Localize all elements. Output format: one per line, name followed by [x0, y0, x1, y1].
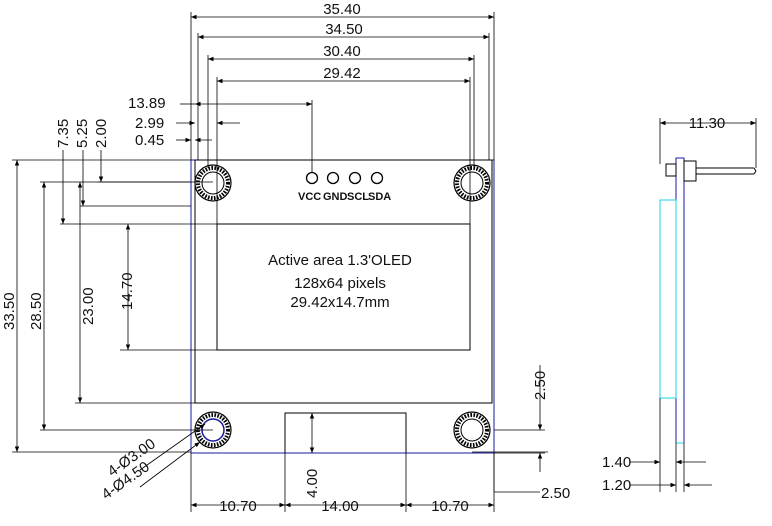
side-dimensions — [630, 118, 757, 492]
top-dimensions — [176, 12, 495, 224]
board-front-view: VCC GND SCL SDA Active area 1.3'OLED 128… — [190, 159, 495, 454]
dim-34-50: 34.50 — [325, 21, 363, 38]
pin-pad-vcc — [305, 171, 319, 185]
active-area-line3: 29.42x14.7mm — [290, 294, 389, 311]
dim-30-40: 30.40 — [323, 43, 361, 60]
mounting-hole-bottom-right — [453, 411, 491, 449]
dim-29-42: 29.42 — [323, 65, 361, 82]
fpc-tab — [284, 412, 407, 453]
left-dimensions — [12, 150, 217, 453]
side-display — [659, 199, 677, 399]
display-glass-outline — [194, 159, 493, 404]
dim-0-45: 0.45 — [135, 132, 164, 149]
active-area-rect — [216, 223, 471, 351]
dim-14-00: 14.00 — [321, 498, 359, 515]
side-header-pin-tip — [753, 167, 757, 172]
mounting-hole-top-left — [194, 164, 232, 202]
mounting-hole-top-right — [453, 164, 491, 202]
pin-label-gnd: GND — [323, 191, 348, 203]
dim-10-70-right: 10.70 — [431, 498, 469, 515]
side-pin-back — [665, 163, 677, 177]
side-pcb — [675, 157, 685, 444]
board-side-view — [659, 157, 757, 444]
side-header-body — [683, 160, 697, 182]
dim-23-00: 23.00 — [80, 287, 97, 325]
active-area-line2: 128x64 pixels — [294, 275, 386, 292]
pin-label-sda: SDA — [368, 191, 391, 203]
bottom-dimensions — [139, 365, 548, 512]
dim-33-50: 33.50 — [1, 292, 18, 330]
dim-2-50-right: 2.50 — [532, 371, 549, 400]
dim-4-00: 4.00 — [304, 469, 321, 498]
pin-pad-sda — [370, 171, 384, 185]
dim-35-40: 35.40 — [323, 1, 361, 18]
dim-side-1-20: 1.20 — [602, 477, 631, 494]
dim-14-70: 14.70 — [119, 272, 136, 310]
dim-side-1-40: 1.40 — [602, 454, 631, 471]
dim-10-70-left: 10.70 — [219, 498, 257, 515]
dim-2-00: 2.00 — [93, 119, 110, 148]
dim-13-89: 13.89 — [128, 95, 166, 112]
dim-28-50: 28.50 — [28, 292, 45, 330]
dim-side-11-30: 11.30 — [689, 115, 725, 132]
pin-pad-gnd — [326, 171, 340, 185]
pin-label-vcc: VCC — [298, 191, 321, 203]
side-header-pin-tip2 — [753, 170, 757, 175]
pin-label-scl: SCL — [347, 191, 369, 203]
dim-5-25: 5.25 — [74, 119, 91, 148]
pin-pad-scl — [348, 171, 362, 185]
dim-2-99: 2.99 — [135, 115, 164, 132]
dim-7-35: 7.35 — [55, 119, 72, 148]
dim-2-50-bottom: 2.50 — [541, 485, 570, 502]
active-area-line1: Active area 1.3'OLED — [268, 252, 412, 269]
